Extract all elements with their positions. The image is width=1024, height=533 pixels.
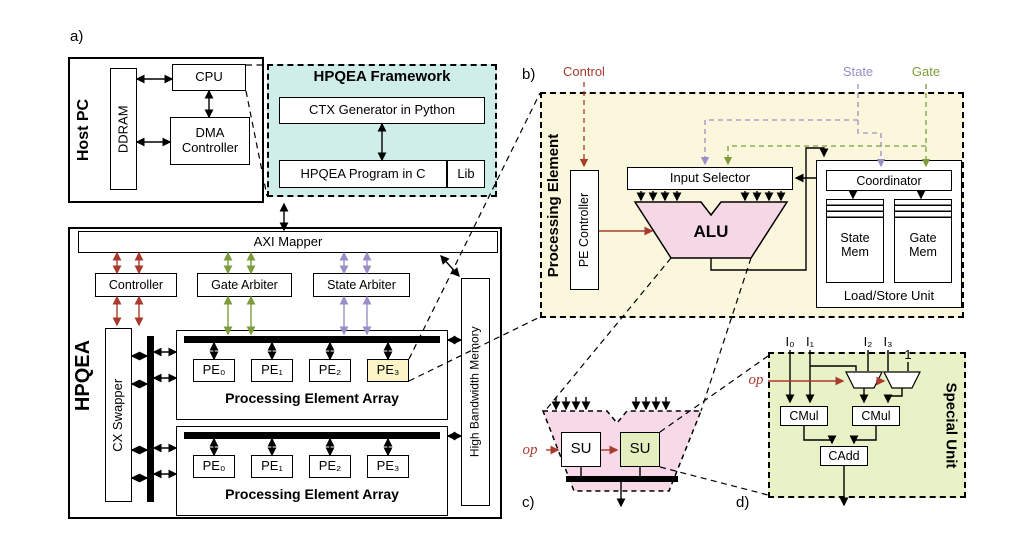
state-mem-box: State Mem bbox=[826, 199, 884, 283]
panel-c-label: c) bbox=[522, 494, 535, 511]
cx-bus-bar bbox=[147, 336, 154, 502]
const-one-label: 1 bbox=[904, 347, 912, 362]
hbm-label: High Bandwidth Memory bbox=[467, 326, 482, 458]
panel-d-label: d) bbox=[736, 494, 750, 511]
pe-controller-label: PE Controller bbox=[577, 192, 592, 268]
host-pc-title: Host PC bbox=[68, 57, 100, 203]
array1-pe1-box: PE₁ bbox=[251, 359, 293, 382]
framework-title: HPQEA Framework bbox=[313, 68, 451, 85]
array2-pe0-box: PE₀ bbox=[193, 455, 235, 478]
lib-box: Lib bbox=[447, 160, 485, 188]
input-i1-label: I₁ bbox=[806, 334, 814, 349]
controller-box: Controller bbox=[95, 273, 177, 297]
mux2-shape bbox=[883, 371, 921, 389]
hbm-box: High Bandwidth Memory bbox=[461, 278, 490, 506]
cx-swapper-box: CX Swapper bbox=[105, 328, 132, 502]
state-arbiter-box: State Arbiter bbox=[313, 273, 410, 297]
state-signal-label: State bbox=[842, 64, 874, 79]
array1-pe0-box: PE₀ bbox=[193, 359, 235, 382]
cmul1-box: CMul bbox=[780, 406, 828, 426]
alu-op-label: op bbox=[522, 442, 538, 458]
panel-a-label: a) bbox=[70, 28, 84, 45]
cadd-box: CAdd bbox=[820, 446, 868, 466]
mux1-shape bbox=[845, 371, 883, 389]
axi-mapper-box: AXI Mapper bbox=[78, 231, 498, 253]
special-unit-title: Special Unit bbox=[936, 352, 966, 498]
gate-mem-rows bbox=[895, 200, 951, 219]
state-mem-label: State Mem bbox=[840, 231, 870, 259]
su2-box: SU bbox=[620, 432, 660, 467]
processing-element-title-text: Processing Element bbox=[545, 133, 563, 277]
processing-element-title: Processing Element bbox=[540, 92, 568, 318]
array2-pe3-box: PE₃ bbox=[367, 455, 409, 478]
array2-pe1-box: PE₁ bbox=[251, 455, 293, 478]
coordinator-box: Coordinator bbox=[826, 170, 952, 191]
gate-signal-label: Gate bbox=[911, 64, 941, 79]
ddram-box: DDRAM bbox=[110, 68, 137, 190]
input-selector-box: Input Selector bbox=[627, 167, 793, 190]
array2-label: Processing Element Array bbox=[225, 486, 399, 502]
hpqea-program-box: HPQEA Program in C bbox=[279, 160, 447, 188]
hpqea-title: HPQEA bbox=[68, 300, 100, 450]
array1-pe3-box: PE₃ bbox=[367, 359, 409, 382]
control-signal-label: Control bbox=[563, 64, 605, 79]
alu-label: ALU bbox=[693, 222, 729, 241]
input-i2-label: I₂ bbox=[863, 334, 873, 349]
gate-mem-box: Gate Mem bbox=[894, 199, 952, 283]
input-i0-label: I₀ bbox=[785, 334, 795, 349]
special-unit-title-text: Special Unit bbox=[942, 382, 960, 468]
array2-bus-bar bbox=[184, 432, 440, 439]
array2-pe2-box: PE₂ bbox=[309, 455, 351, 478]
cpu-box: CPU bbox=[172, 64, 246, 91]
alu-zoom-output-bar bbox=[566, 476, 678, 482]
dma-controller-box: DMA Controller bbox=[170, 117, 250, 165]
array1-bus-bar bbox=[184, 336, 440, 343]
panel-b-label: b) bbox=[522, 66, 536, 83]
load-store-unit-label: Load/Store Unit bbox=[843, 288, 935, 303]
su1-box: SU bbox=[561, 432, 601, 467]
pe-controller-box: PE Controller bbox=[570, 170, 599, 290]
state-mem-rows bbox=[827, 200, 883, 219]
su-op-label: op bbox=[748, 372, 764, 388]
array1-pe2-box: PE₂ bbox=[309, 359, 351, 382]
cmul2-box: CMul bbox=[852, 406, 900, 426]
input-i3-label: I₃ bbox=[883, 334, 893, 349]
hpqea-title-text: HPQEA bbox=[72, 339, 95, 411]
gate-arbiter-box: Gate Arbiter bbox=[197, 273, 292, 297]
array1-label: Processing Element Array bbox=[225, 390, 399, 406]
gate-mem-label: Gate Mem bbox=[909, 231, 937, 259]
host-pc-title-text: Host PC bbox=[75, 98, 93, 162]
ddram-label: DDRAM bbox=[115, 105, 131, 153]
ctx-generator-box: CTX Generator in Python bbox=[279, 97, 485, 124]
cx-swapper-label: CX Swapper bbox=[110, 378, 126, 452]
